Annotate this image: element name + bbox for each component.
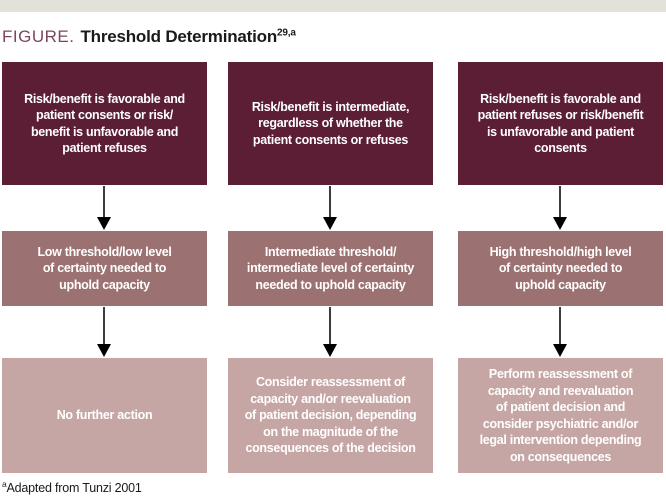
flow-box-right-condition: Risk/benefit is favorable and patient re… — [458, 62, 663, 185]
figure-title: Threshold Determination29,a — [80, 27, 295, 46]
figure-label: FIGURE. — [2, 27, 75, 46]
figure-title-text: Threshold Determination — [80, 27, 278, 46]
flow-box-middle-threshold: Intermediate threshold/ intermediate lev… — [228, 231, 433, 306]
arrow-head-icon — [97, 217, 111, 230]
footnote-superscript: a — [2, 478, 7, 489]
figure-header: FIGURE. Threshold Determination29,a — [2, 27, 296, 47]
arrow-head-icon — [553, 344, 567, 357]
arrow-shaft — [103, 307, 105, 344]
down-arrow — [553, 186, 567, 230]
flow-box-right-threshold: High threshold/high level of certainty n… — [458, 231, 663, 306]
footnote: aAdapted from Tunzi 2001 — [2, 478, 142, 495]
flow-box-right-action: Perform reassessment of capacity and ree… — [458, 358, 663, 473]
arrow-shaft — [329, 307, 331, 344]
flow-box-middle-condition: Risk/benefit is intermediate, regardless… — [228, 62, 433, 185]
arrow-shaft — [559, 186, 561, 217]
arrow-head-icon — [323, 344, 337, 357]
top-accent-bar — [0, 0, 666, 12]
flow-box-left-action: No further action — [2, 358, 207, 473]
arrow-head-icon — [553, 217, 567, 230]
arrow-shaft — [329, 186, 331, 217]
down-arrow — [323, 307, 337, 357]
arrow-head-icon — [323, 217, 337, 230]
down-arrow — [553, 307, 567, 357]
footnote-text: Adapted from Tunzi 2001 — [6, 481, 142, 495]
arrow-head-icon — [97, 344, 111, 357]
figure-title-superscript: 29,a — [277, 27, 296, 39]
down-arrow — [97, 307, 111, 357]
down-arrow — [97, 186, 111, 230]
arrow-shaft — [103, 186, 105, 217]
flow-box-left-threshold: Low threshold/low level of certainty nee… — [2, 231, 207, 306]
arrow-shaft — [559, 307, 561, 344]
flow-box-left-condition: Risk/benefit is favorable and patient co… — [2, 62, 207, 185]
down-arrow — [323, 186, 337, 230]
flow-box-middle-action: Consider reassessment of capacity and/or… — [228, 358, 433, 473]
